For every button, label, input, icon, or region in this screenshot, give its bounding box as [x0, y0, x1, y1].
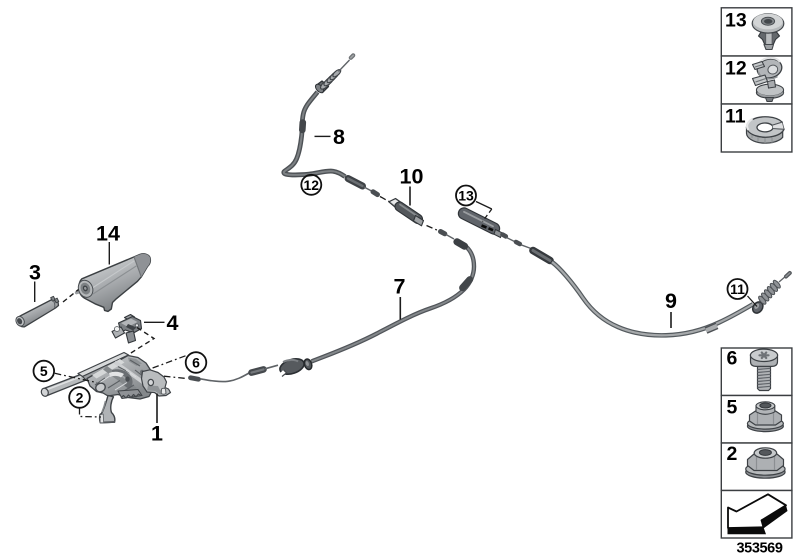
svg-text:10: 10 [400, 165, 424, 189]
svg-text:4: 4 [167, 311, 179, 335]
svg-text:12: 12 [725, 58, 747, 80]
svg-text:2: 2 [727, 443, 738, 465]
svg-text:353569: 353569 [737, 541, 783, 557]
svg-text:11: 11 [725, 106, 746, 128]
svg-text:13: 13 [725, 10, 747, 32]
svg-text:9: 9 [665, 289, 677, 313]
svg-text:2: 2 [76, 390, 84, 406]
svg-text:3: 3 [29, 261, 41, 285]
svg-text:8: 8 [333, 125, 345, 149]
svg-text:6: 6 [192, 355, 200, 371]
svg-text:1: 1 [151, 422, 163, 446]
svg-text:6: 6 [727, 348, 738, 370]
svg-text:5: 5 [40, 363, 48, 379]
svg-text:14: 14 [96, 222, 120, 246]
svg-text:13: 13 [458, 188, 474, 204]
svg-text:5: 5 [727, 397, 738, 419]
svg-text:12: 12 [304, 177, 320, 193]
svg-text:11: 11 [730, 281, 745, 297]
svg-text:7: 7 [394, 275, 406, 299]
